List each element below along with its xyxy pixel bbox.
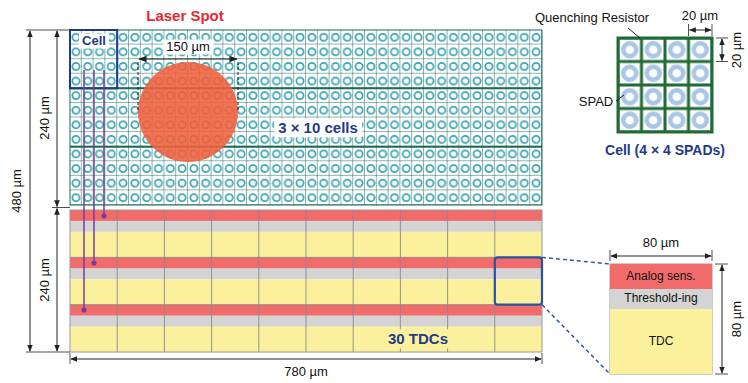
zoom-outline: [610, 264, 712, 374]
tdc-grid: [70, 210, 542, 352]
dimension-label: 80 µm: [730, 301, 745, 337]
dimension-label: 240 µm: [38, 96, 53, 140]
array-region: 3 × 10 cells: [70, 30, 542, 205]
block-label: TDC: [649, 335, 674, 349]
block-label: 30 TDCs: [384, 329, 452, 348]
part-label: Quenching Resistor: [535, 11, 649, 26]
dimension-label: 150 µm: [163, 40, 213, 55]
thresholding-block: Threshold-ing: [610, 289, 712, 309]
cell-zoom: [618, 38, 712, 132]
cell-zoom-dimensions: [689, 24, 729, 62]
dimension-label: 480 µm: [10, 169, 25, 213]
spot-dimension: [138, 59, 238, 112]
width-dimension: [70, 353, 542, 364]
highlight-box: [495, 257, 542, 304]
tdc-array: [70, 210, 542, 352]
leader-lines: [616, 28, 640, 101]
cell-label: Cell: [79, 34, 109, 49]
tdc-block: TDC: [610, 309, 712, 374]
spad-array: [70, 30, 542, 205]
height-dimensions: [26, 30, 70, 352]
block-label: 3 × 10 cells: [274, 118, 362, 137]
laser-spot: [138, 62, 238, 162]
dimension-label: 240 µm: [38, 258, 53, 302]
block-label: Threshold-ing: [624, 292, 697, 306]
part-label: SPAD: [579, 95, 613, 110]
laser-spot-label: Laser Spot: [146, 7, 224, 24]
figure-caption: Cell (4 × 4 SPADs): [605, 142, 725, 158]
dimension-label: 780 µm: [284, 365, 328, 380]
block-label: Analog sens.: [626, 270, 695, 284]
dimension-label: 20 µm: [730, 32, 745, 68]
zoom-dimensions: [610, 250, 728, 374]
tdc-region: 30 TDCs: [70, 210, 542, 352]
cell-wiring: [81, 70, 106, 313]
dimension-label: 80 µm: [643, 236, 679, 251]
zoom-lines: [542, 257, 610, 374]
dimension-label: 20 µm: [682, 9, 718, 24]
analog-sensing-block: Analog sens.: [610, 264, 712, 289]
